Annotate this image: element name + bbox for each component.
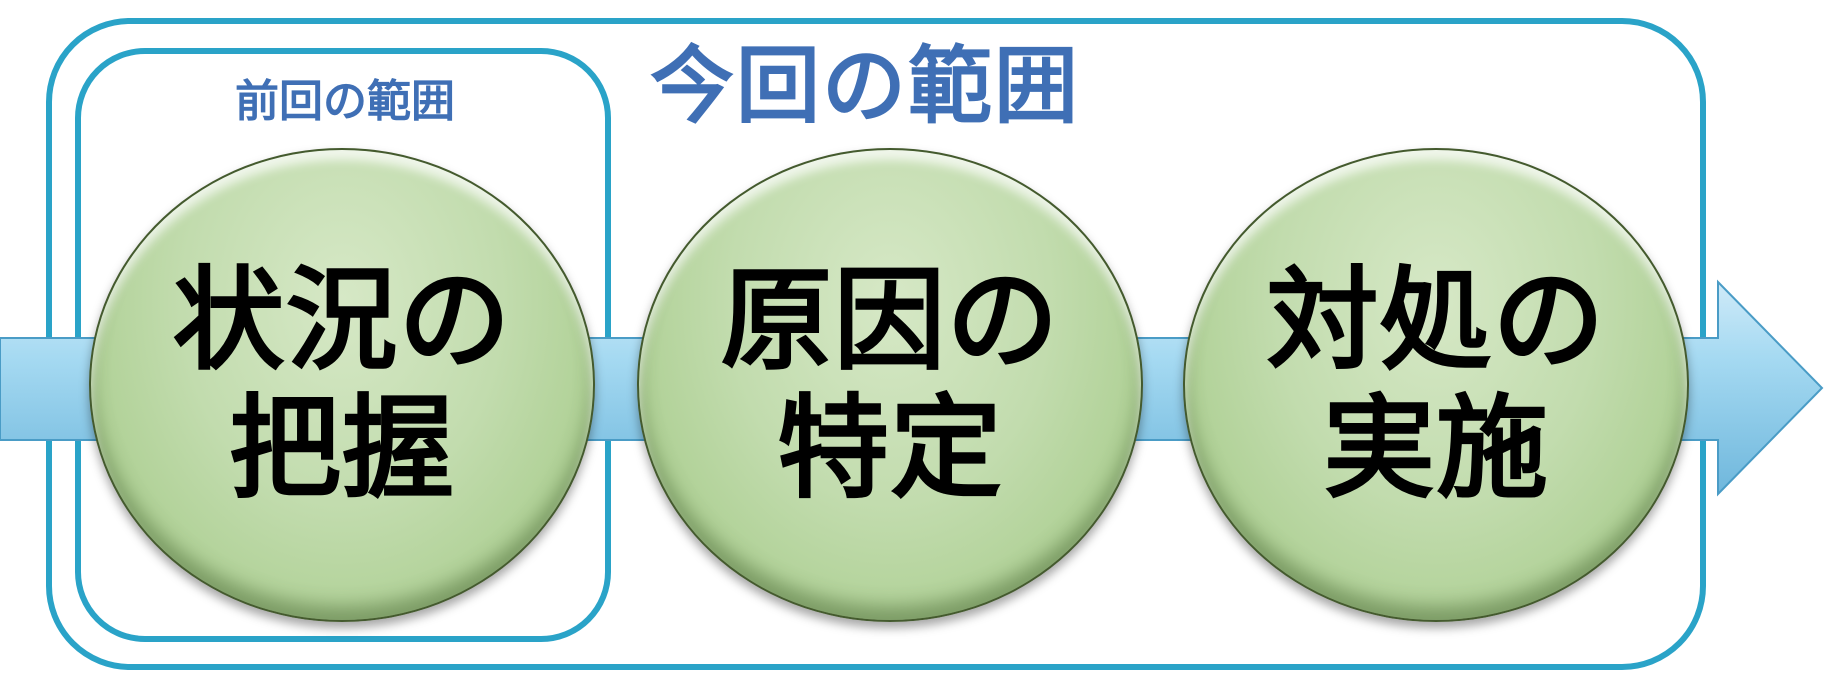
step-label-line2: 実施 [1323, 384, 1549, 514]
step-label-line2: 把握 [229, 384, 455, 514]
step-countermeasure-execution: 対処の 実施 [1183, 148, 1689, 622]
step-label-line2: 特定 [777, 384, 1003, 514]
step-label-line1: 対処の [1266, 256, 1606, 386]
step-cause-identification: 原因の 特定 [637, 148, 1143, 622]
current-scope-label: 今回の範囲 [649, 37, 1080, 135]
step-label-line1: 原因の [720, 256, 1060, 386]
previous-scope-label: 前回の範囲 [235, 76, 455, 127]
step-label-line1: 状況の [172, 256, 512, 386]
step-situation-grasp: 状況の 把握 [89, 148, 595, 622]
